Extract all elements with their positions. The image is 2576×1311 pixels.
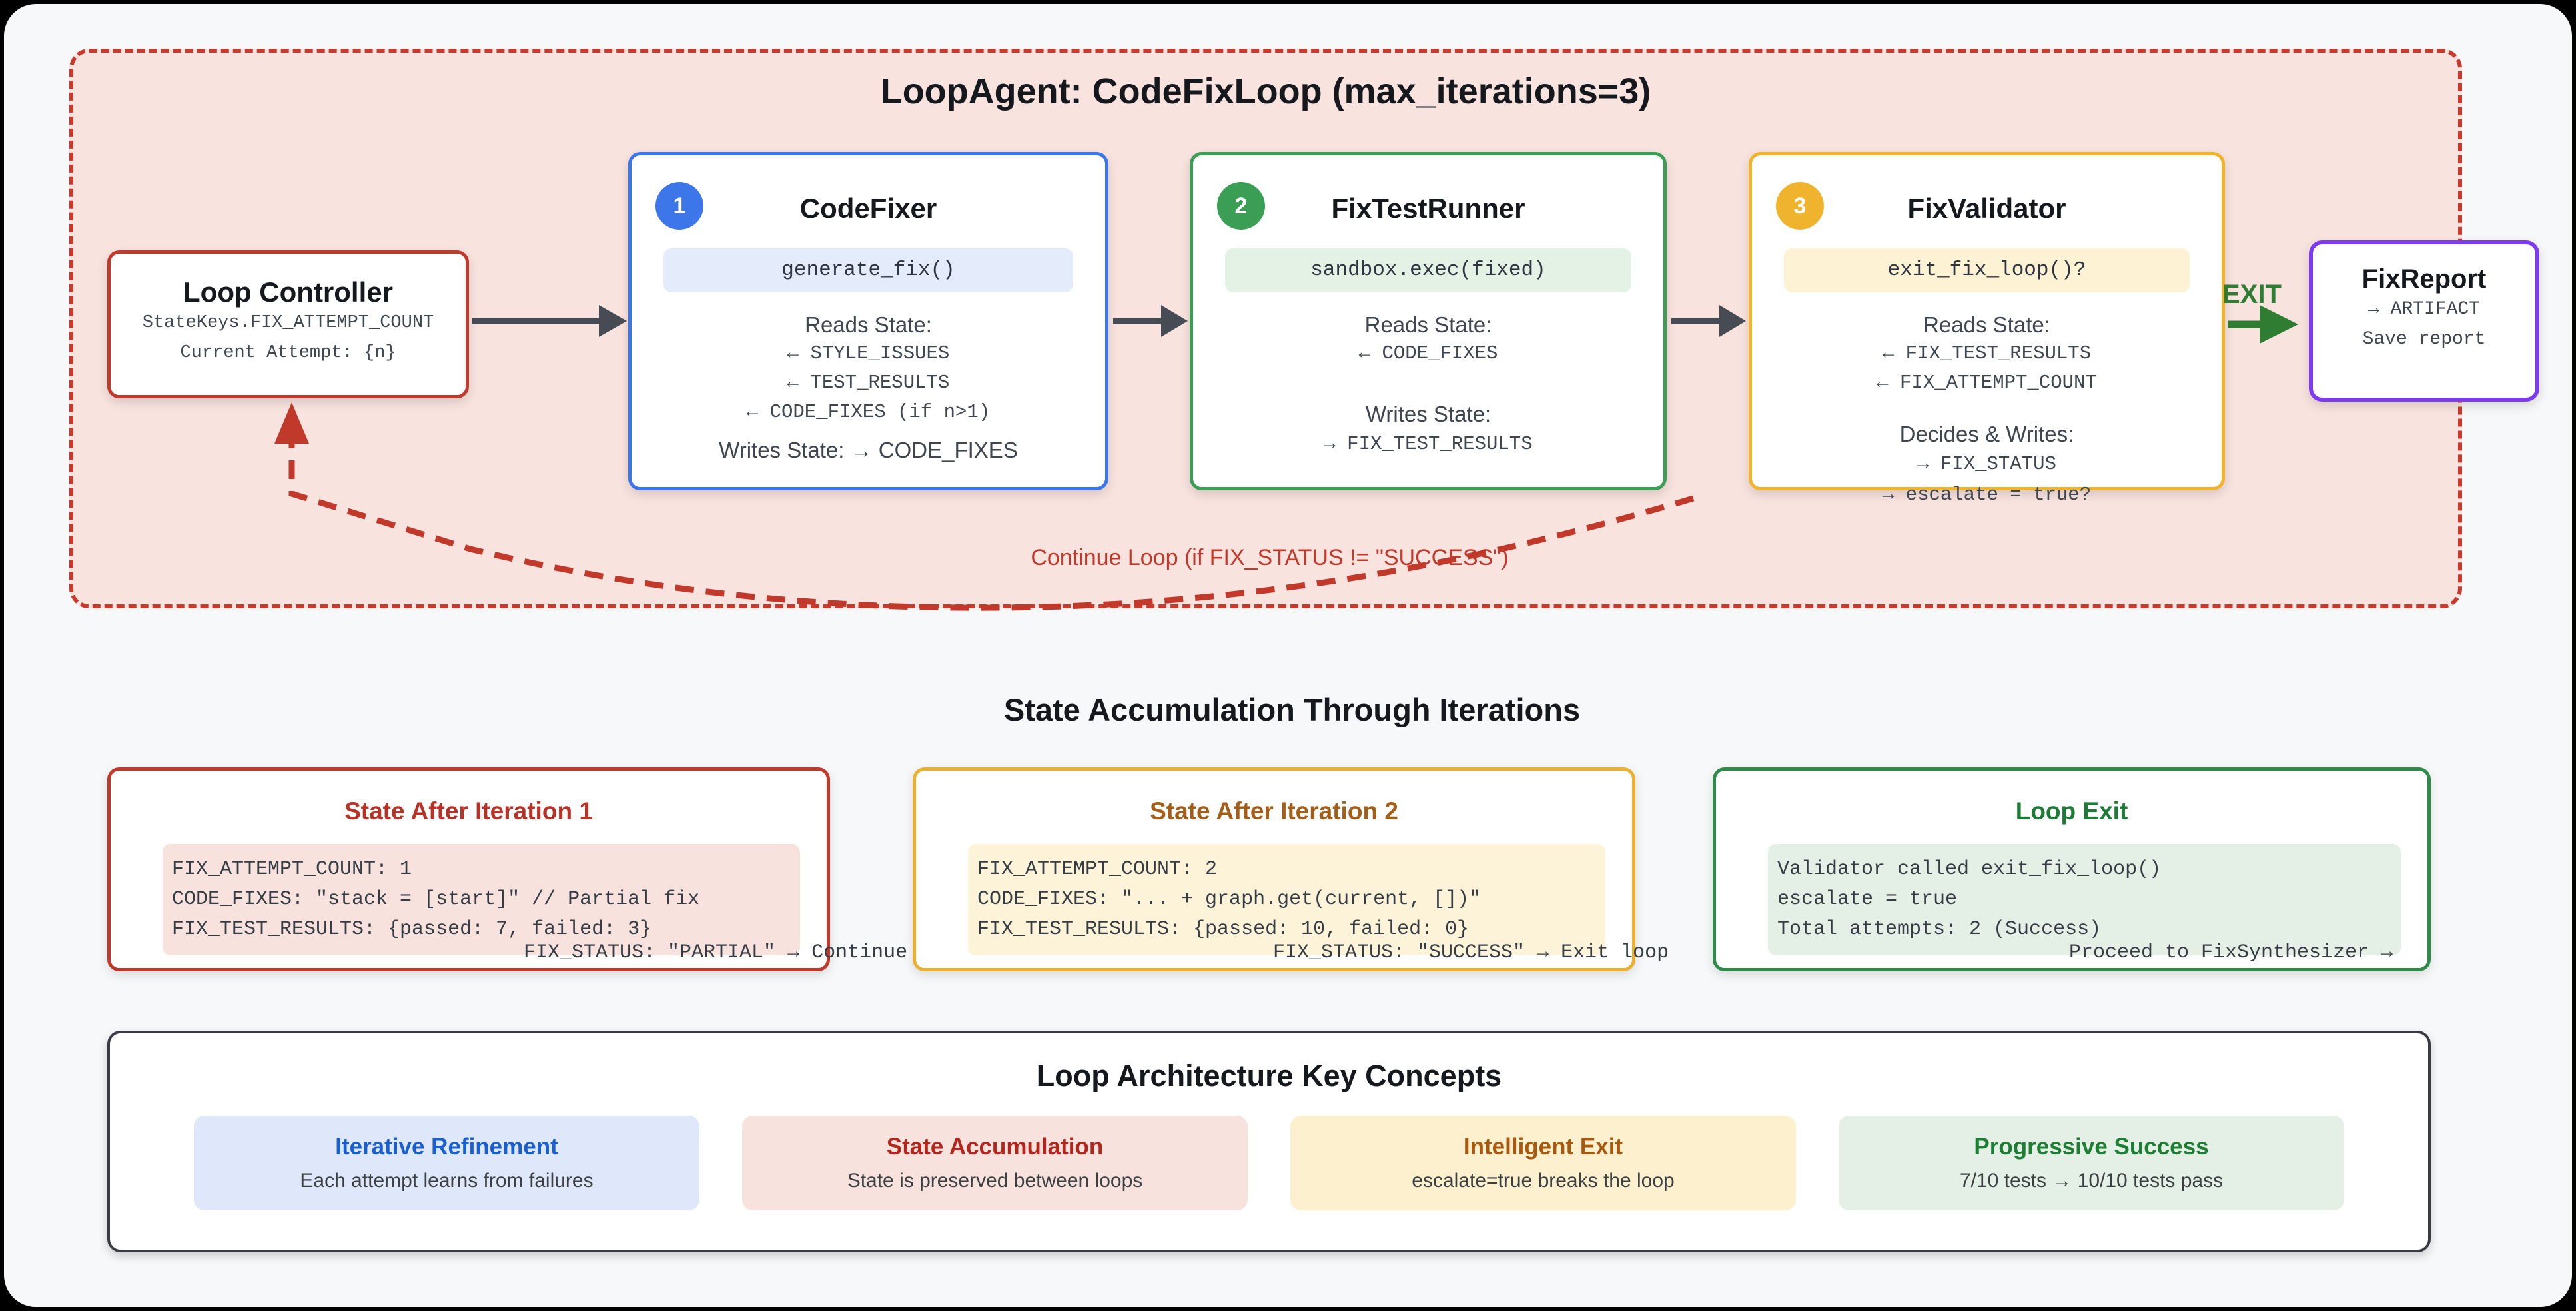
fixtestrunner-read-item: ← CODE_FIXES (1358, 342, 1498, 364)
key-concepts-row: Iterative Refinement Each attempt learns… (194, 1116, 2344, 1210)
loop-exit-proceed: Proceed to FixSynthesizer → (2069, 941, 2393, 964)
step-2-badge: 2 (1217, 182, 1265, 230)
loop-agent-title: LoopAgent: CodeFixLoop (max_iterations=3… (880, 71, 1651, 111)
concept-progressive-success: Progressive Success 7/10 tests → 10/10 t… (1839, 1116, 2344, 1210)
state-iteration-1-status: FIX_STATUS: "PARTIAL" → Continue loop (524, 941, 968, 964)
fixtestrunner-writes-label: Writes State: (1365, 402, 1492, 426)
fixtestrunner-reads-label: Reads State: (1364, 312, 1492, 337)
exit-label: EXIT (2222, 280, 2282, 309)
state-iteration-2-status: FIX_STATUS: "SUCCESS" → Exit loop (1273, 941, 1669, 964)
codefixer-method-pill: generate_fix() (663, 248, 1073, 292)
fixvalidator-title: FixValidator (1907, 193, 2066, 224)
step-1-badge: 1 (655, 182, 703, 230)
concept-subtitle: State is preserved between loops (847, 1170, 1143, 1192)
codefixer-reads-label: Reads State: (805, 312, 932, 337)
state-iteration-2-box: State After Iteration 2 FIX_ATTEMPT_COUN… (913, 767, 1669, 971)
step-3-badge: 3 (1776, 182, 1824, 230)
state-iteration-2-title: State After Iteration 2 (1150, 797, 1398, 825)
fixtestrunner-method-pill: sandbox.exec(fixed) (1225, 248, 1631, 292)
continue-loop-label: Continue Loop (if FIX_STATUS != "SUCCESS… (1031, 545, 1509, 570)
loop-exit-title: Loop Exit (2015, 797, 2128, 825)
concept-subtitle: escalate=true breaks the loop (1412, 1170, 1675, 1192)
fixvalidator-node: 3 FixValidator exit_fix_loop()? Reads St… (1749, 152, 2225, 506)
fixvalidator-write-item: → FIX_STATUS (1917, 453, 2056, 475)
concept-title: Intelligent Exit (1463, 1134, 1623, 1160)
codefixer-writes-label: Writes State: → CODE_FIXES (719, 438, 1018, 462)
loop-controller-attempt: Current Attempt: {n} (180, 343, 396, 363)
fixtestrunner-write-item: → FIX_TEST_RESULTS (1324, 433, 1533, 455)
fixreport-artifact: → ARTIFACT (2367, 299, 2481, 320)
fixreport-node: FixReport → ARTIFACT Save report (2309, 240, 2539, 402)
fixtestrunner-node: 2 FixTestRunner sandbox.exec(fixed) Read… (1190, 152, 1667, 490)
state-iteration-1-box: State After Iteration 1 FIX_ATTEMPT_COUN… (107, 767, 967, 971)
state-section-heading: State Accumulation Through Iterations (1003, 692, 1581, 727)
codefixer-read-item: ← TEST_RESULTS (787, 372, 950, 394)
codefixer-read-item: ← CODE_FIXES (if n>1) (746, 401, 991, 423)
fixvalidator-writes-label: Decides & Writes: (1899, 422, 2074, 446)
concept-subtitle: Each attempt learns from failures (300, 1170, 594, 1192)
fixvalidator-write-item: → escalate = true? (1882, 484, 2092, 506)
fixvalidator-reads-label: Reads State: (1923, 312, 2050, 337)
state-iteration-1-code: FIX_ATTEMPT_COUNT: 1 CODE_FIXES: "stack … (163, 844, 800, 955)
loop-exit-box: Loop Exit Validator called exit_fix_loop… (1713, 767, 2431, 971)
fixreport-title: FixReport (2361, 264, 2487, 294)
fixvalidator-read-item: ← FIX_ATTEMPT_COUNT (1877, 372, 2097, 394)
diagram-page: LoopAgent: CodeFixLoop (max_iterations=3… (4, 4, 2572, 1307)
fixvalidator-method-pill: exit_fix_loop()? (1784, 248, 2190, 292)
fixvalidator-read-item: ← FIX_TEST_RESULTS (1882, 342, 2092, 364)
key-concepts-heading: Loop Architecture Key Concepts (1036, 1059, 1502, 1092)
concept-title: Iterative Refinement (335, 1134, 558, 1160)
fixtestrunner-title: FixTestRunner (1331, 193, 1525, 224)
concept-iterative-refinement: Iterative Refinement Each attempt learns… (194, 1116, 699, 1210)
state-iteration-2-code: FIX_ATTEMPT_COUNT: 2 CODE_FIXES: "... + … (968, 844, 1605, 955)
concept-state-accumulation: State Accumulation State is preserved be… (742, 1116, 1248, 1210)
concept-title: Progressive Success (1974, 1134, 2209, 1160)
key-concepts-box: Loop Architecture Key Concepts Iterative… (107, 1031, 2431, 1252)
loop-controller-title: Loop Controller (183, 276, 393, 308)
state-iteration-1-title: State After Iteration 1 (344, 797, 593, 825)
loop-exit-code: Validator called exit_fix_loop() escalat… (1768, 844, 2401, 955)
loop-controller-node: Loop Controller StateKeys.FIX_ATTEMPT_CO… (107, 250, 469, 398)
concept-intelligent-exit: Intelligent Exit escalate=true breaks th… (1290, 1116, 1796, 1210)
concept-subtitle: 7/10 tests → 10/10 tests pass (1959, 1170, 2224, 1192)
codefixer-node: 1 CodeFixer generate_fix() Reads State: … (628, 152, 1108, 490)
fixreport-save: Save report (2362, 329, 2486, 350)
concept-title: State Accumulation (886, 1134, 1104, 1160)
codefixer-read-item: ← STYLE_ISSUES (787, 342, 950, 364)
loop-controller-statekey: StateKeys.FIX_ATTEMPT_COUNT (142, 313, 434, 333)
codefixer-title: CodeFixer (799, 193, 937, 224)
